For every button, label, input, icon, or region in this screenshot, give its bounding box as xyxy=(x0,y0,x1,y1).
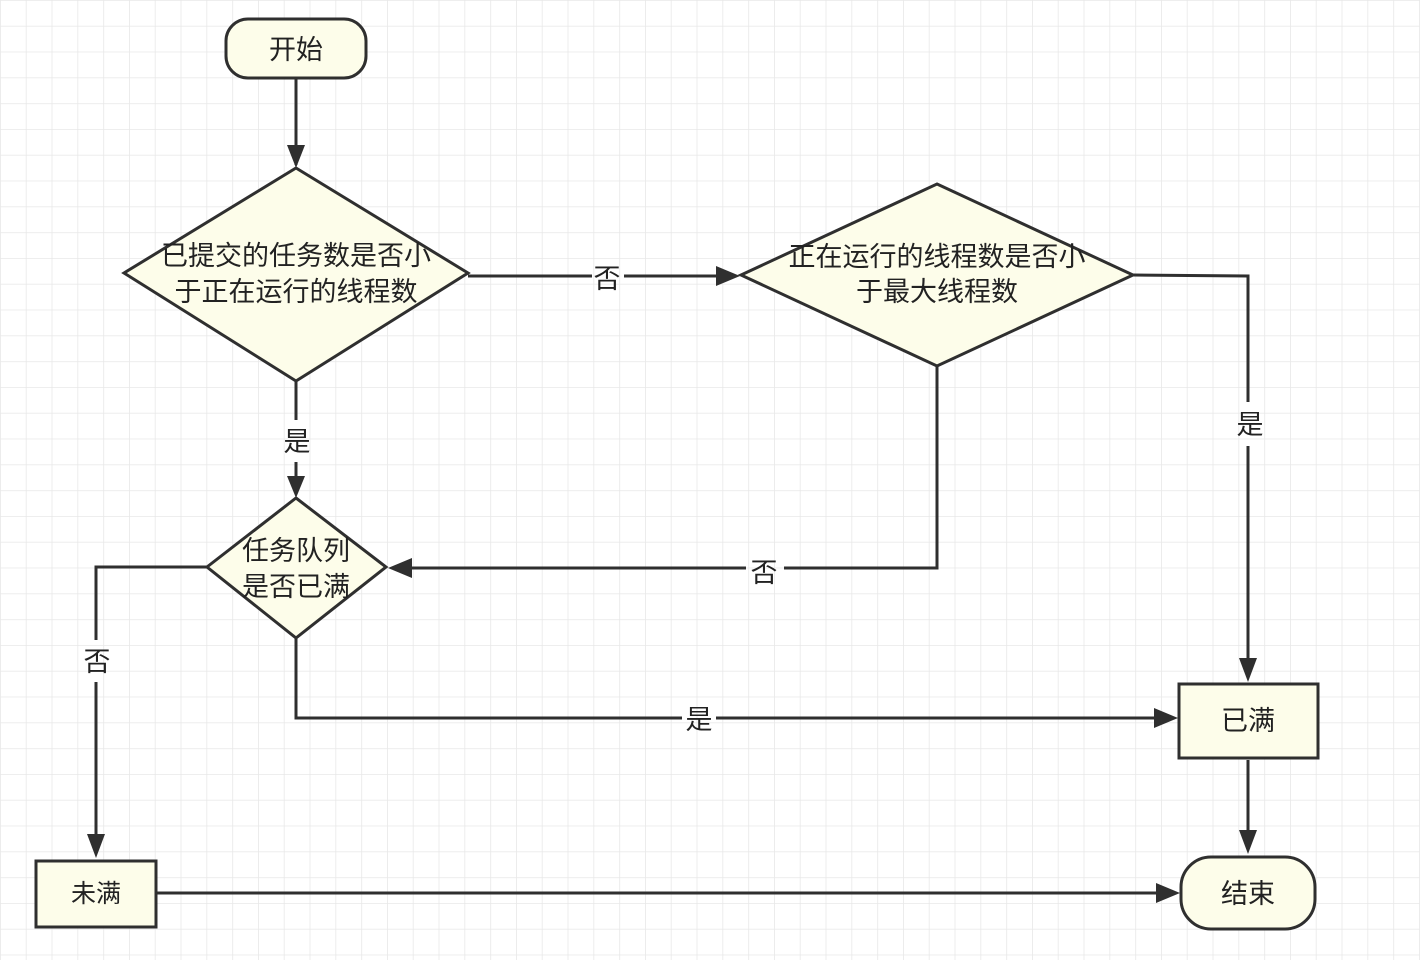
not-full-label: 未满 xyxy=(71,879,121,908)
node-start[interactable]: 开始 xyxy=(224,17,368,80)
decision-queue-line1: 任务队列 xyxy=(242,536,350,567)
decision-running-line2: 于最大线程数 xyxy=(856,277,1018,308)
edge-label-submitted-yes: 是 xyxy=(284,427,311,458)
arrowhead xyxy=(287,476,305,498)
arrowhead xyxy=(1156,883,1180,903)
decision-queue-diamond xyxy=(204,496,389,640)
edge-queue-yes xyxy=(294,638,1154,720)
decision-running[interactable]: 正在运行的线程数是否小 于最大线程数 xyxy=(737,182,1137,368)
not-full-box xyxy=(34,859,158,929)
arrowhead xyxy=(1239,830,1257,854)
decision-submitted[interactable]: 已提交的任务数是否小 于正在运行的线程数 xyxy=(121,166,471,383)
edge-label-queue-no: 否 xyxy=(84,647,111,678)
end-terminal xyxy=(1179,855,1317,931)
node-not-full[interactable]: 未满 xyxy=(34,859,158,929)
edge-running-no xyxy=(412,366,939,570)
edge-running-yes xyxy=(1132,273,1250,660)
full-box xyxy=(1177,682,1320,760)
decision-running-line1: 正在运行的线程数是否小 xyxy=(789,242,1086,273)
node-full[interactable]: 已满 xyxy=(1177,682,1320,760)
decision-submitted-diamond xyxy=(121,166,471,383)
edges xyxy=(87,78,1257,903)
arrowhead xyxy=(1154,708,1178,728)
start-terminal xyxy=(224,17,368,80)
arrowhead xyxy=(388,558,412,578)
edge-label-running-no: 否 xyxy=(751,558,778,589)
edge-labels: 否 是 是 否 否 是 xyxy=(84,264,1264,736)
arrowhead xyxy=(716,266,740,286)
decision-running-diamond xyxy=(737,182,1137,368)
node-end[interactable]: 结束 xyxy=(1179,855,1317,931)
end-label: 结束 xyxy=(1221,879,1275,910)
decision-submitted-line2: 于正在运行的线程数 xyxy=(175,277,418,308)
decision-queue[interactable]: 任务队列 是否已满 xyxy=(204,496,389,640)
arrowhead xyxy=(287,145,305,168)
decision-queue-line2: 是否已满 xyxy=(242,572,350,603)
full-label: 已满 xyxy=(1221,706,1275,737)
edge-label-running-yes: 是 xyxy=(1237,410,1264,441)
arrowhead xyxy=(1239,658,1257,682)
decision-submitted-line1: 已提交的任务数是否小 xyxy=(161,241,431,272)
edge-label-queue-yes: 是 xyxy=(686,705,713,736)
edge-queue-no xyxy=(94,565,207,836)
edge-label-submitted-no: 否 xyxy=(594,264,621,295)
start-label: 开始 xyxy=(269,35,323,66)
arrowhead xyxy=(87,834,105,858)
